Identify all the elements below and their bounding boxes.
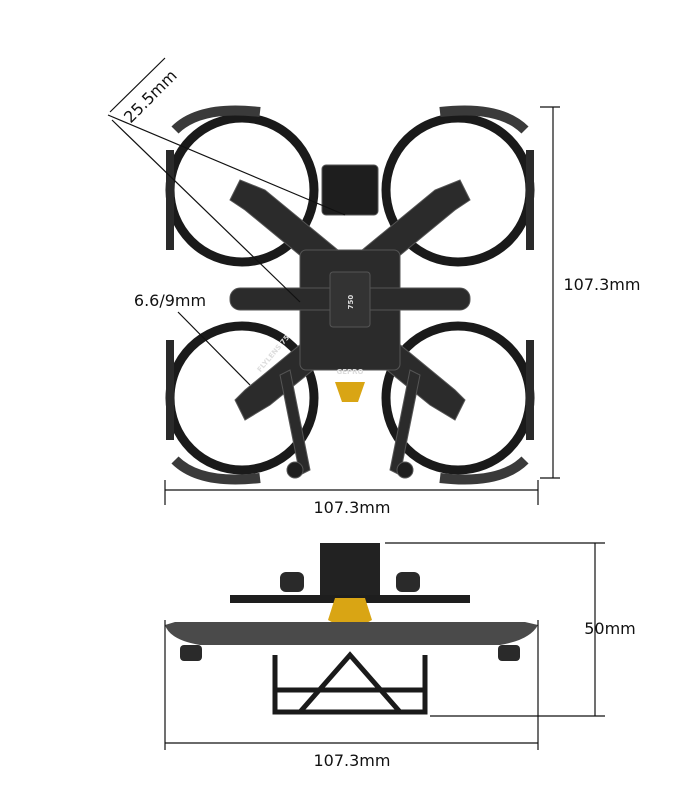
top-dimension-lines bbox=[107, 57, 560, 505]
brand-mark: GEPRO bbox=[337, 368, 364, 376]
top-height-label: 107.3mm bbox=[564, 275, 641, 294]
ducts bbox=[165, 105, 535, 485]
side-view: 50mm 107.3mm bbox=[164, 542, 636, 770]
side-width-label: 107.3mm bbox=[314, 751, 391, 770]
side-height-label: 50mm bbox=[584, 619, 636, 638]
side-dimension-lines bbox=[164, 542, 605, 750]
mount-holes-label: 6.6/9mm bbox=[134, 291, 206, 310]
landing-cage bbox=[272, 651, 428, 715]
battery-mark: 750 bbox=[347, 295, 355, 310]
camera-tower bbox=[320, 543, 380, 598]
duct-ring bbox=[165, 622, 538, 645]
prop-clearance-label: 25.5mm bbox=[120, 66, 181, 127]
gold-camera-mount bbox=[335, 382, 365, 402]
top-width-label: 107.3mm bbox=[314, 498, 391, 517]
top-view: 750 GEPRO FLYLENS 75 25.5mm 6.6/9mm 107.… bbox=[107, 57, 641, 517]
frame bbox=[229, 164, 471, 479]
